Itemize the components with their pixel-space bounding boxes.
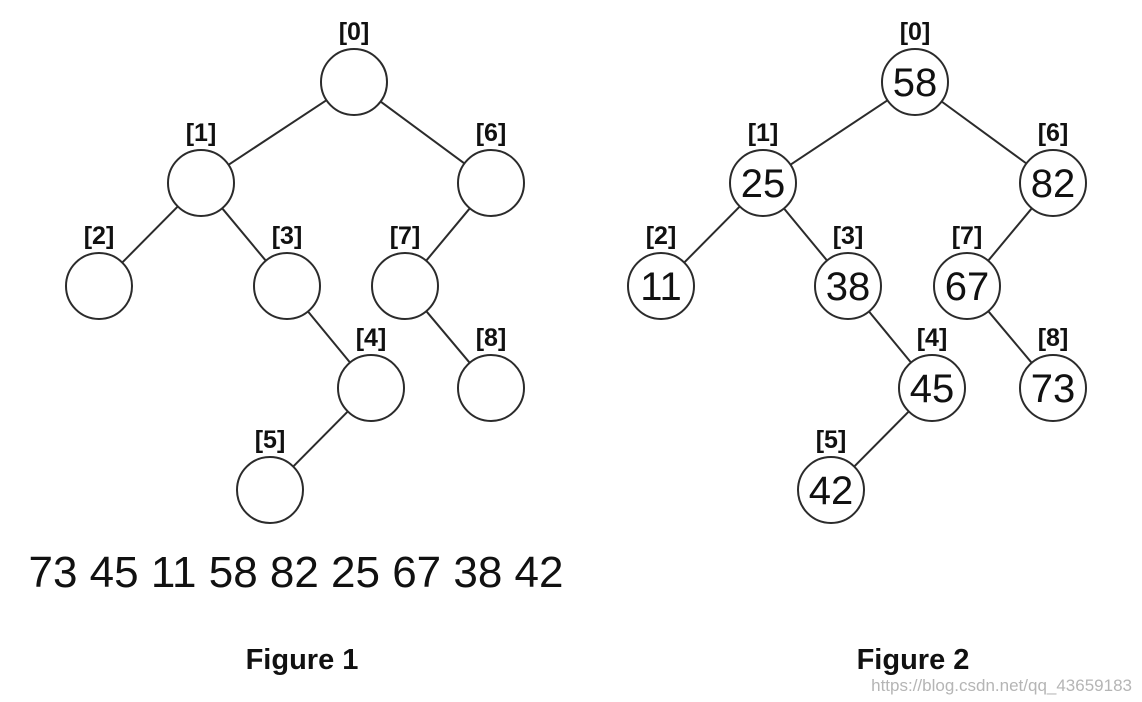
fig1-node-4 — [337, 354, 405, 422]
watermark: https://blog.csdn.net/qq_43659183 — [871, 676, 1132, 695]
fig2-node-6-value: 82 — [1031, 162, 1076, 206]
fig1-node-5-index-label: [5] — [255, 426, 286, 454]
fig2-node-4-value: 45 — [910, 367, 955, 411]
fig1-node-0-index-label: [0] — [339, 18, 370, 46]
figure-1-tree: [0] [1] [2] [3] [4] [5] [6] [7] [8] — [65, 18, 525, 524]
fig2-node-3-index-label: [3] — [833, 222, 864, 250]
fig2-edge-7-8 — [987, 310, 1033, 364]
fig1-edge-0-6 — [380, 100, 465, 165]
fig2-node-0-index-label: [0] — [900, 18, 931, 46]
fig1-node-4-index-label: [4] — [356, 324, 387, 352]
fig1-edge-3-4 — [307, 310, 351, 364]
fig1-node-7 — [371, 252, 439, 320]
fig2-node-0 — [881, 48, 949, 116]
fig2-node-6-index-label: [6] — [1038, 119, 1069, 147]
fig2-node-4 — [898, 354, 966, 422]
fig1-edge-7-8 — [425, 310, 471, 364]
fig2-node-7 — [933, 252, 1001, 320]
fig1-node-8-index-label: [8] — [476, 324, 507, 352]
fig2-node-2 — [627, 252, 695, 320]
fig1-node-1-index-label: [1] — [186, 119, 217, 147]
fig2-edge-4-5 — [853, 410, 910, 468]
fig2-node-8-index-label: [8] — [1038, 324, 1069, 352]
fig2-node-1-index-label: [1] — [748, 119, 779, 147]
fig1-node-6 — [457, 149, 525, 217]
fig1-edge-1-2 — [121, 205, 179, 264]
figure-1-value-sequence: 73 45 11 58 82 25 67 38 42 — [28, 548, 563, 597]
fig2-edge-1-3 — [783, 207, 828, 262]
fig1-node-1 — [167, 149, 235, 217]
fig1-node-2-index-label: [2] — [84, 222, 115, 250]
fig1-node-3 — [253, 252, 321, 320]
fig1-node-7-index-label: [7] — [390, 222, 421, 250]
fig1-node-8 — [457, 354, 525, 422]
fig2-edge-0-1 — [789, 99, 889, 166]
fig2-node-3 — [814, 252, 882, 320]
fig1-edge-4-5 — [292, 410, 349, 468]
fig2-edge-0-6 — [941, 100, 1027, 165]
fig1-edge-0-1 — [227, 99, 328, 166]
fig1-node-6-index-label: [6] — [476, 119, 507, 147]
fig2-node-5-index-label: [5] — [816, 426, 847, 454]
fig2-node-3-value: 38 — [826, 265, 871, 309]
figure-1-caption: Figure 1 — [246, 644, 359, 676]
fig2-node-2-index-label: [2] — [646, 222, 677, 250]
fig2-node-0-value: 58 — [893, 61, 938, 105]
fig2-node-8-value: 73 — [1031, 367, 1076, 411]
fig1-node-3-index-label: [3] — [272, 222, 303, 250]
fig2-edge-1-2 — [683, 205, 741, 264]
fig2-node-5 — [797, 456, 865, 524]
fig2-node-8 — [1019, 354, 1087, 422]
fig1-edge-6-7 — [425, 207, 471, 262]
fig2-node-2-value: 11 — [640, 265, 682, 309]
fig2-node-7-index-label: [7] — [952, 222, 983, 250]
fig1-node-2 — [65, 252, 133, 320]
fig2-edge-6-7 — [987, 207, 1033, 262]
fig2-edge-3-4 — [868, 310, 912, 364]
fig2-node-1 — [729, 149, 797, 217]
fig2-node-7-value: 67 — [945, 265, 990, 309]
fig1-node-0 — [320, 48, 388, 116]
figure-2-tree: [0] 58 [1] 25 [2] 11 [3] 38 [4] 45 [5] 42 [6] 82 [7] 67… — [627, 18, 1087, 524]
fig2-node-4-index-label: [4] — [917, 324, 948, 352]
figure-2-caption: Figure 2 — [857, 644, 970, 676]
fig1-node-5 — [236, 456, 304, 524]
fig2-node-5-value: 42 — [809, 469, 854, 513]
fig1-edge-1-3 — [221, 207, 267, 262]
fig2-node-1-value: 25 — [741, 162, 786, 206]
fig2-node-6 — [1019, 149, 1087, 217]
